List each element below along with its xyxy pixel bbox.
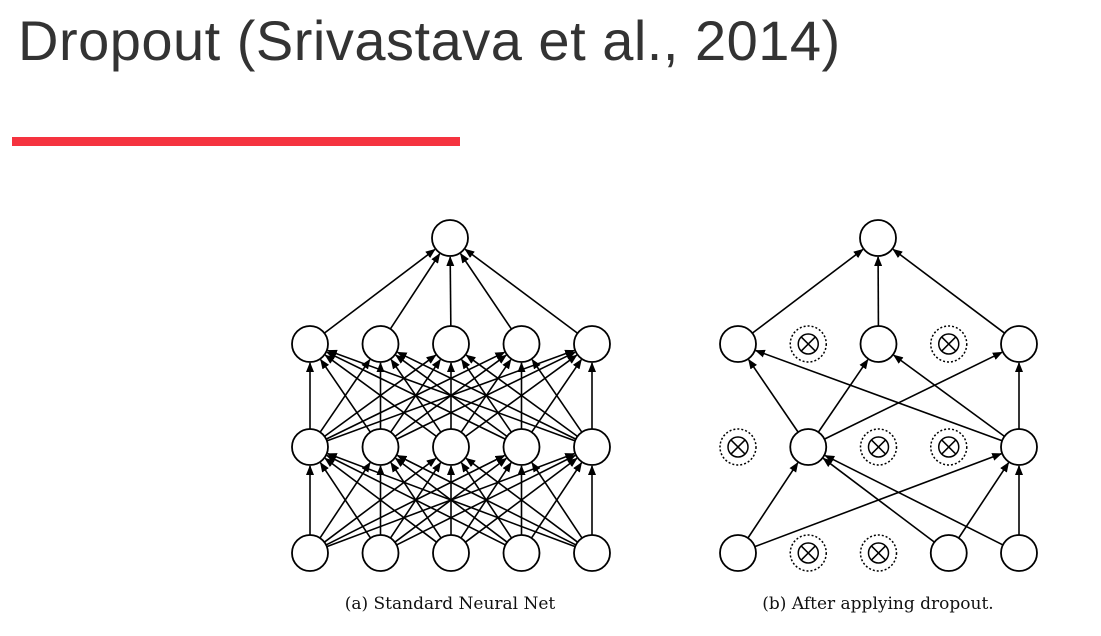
dropout-net-caption: (b) After applying dropout. [762, 594, 993, 614]
standard-edge [531, 358, 583, 433]
dropout-neuron [859, 219, 897, 257]
standard-edge [326, 452, 576, 548]
dropout-neuron [1000, 428, 1038, 466]
standard-neuron [361, 325, 400, 363]
standard-edge [465, 354, 578, 438]
standard-edge [324, 457, 438, 543]
standard-edge [326, 454, 506, 546]
cross-stroke [941, 439, 957, 455]
standard-edge [446, 255, 455, 327]
standard-neuron [573, 534, 611, 572]
standard-neuron [502, 325, 541, 363]
dropout-edge [893, 354, 1005, 438]
dropout-neuron [1000, 534, 1038, 572]
title-accent-bar [12, 137, 460, 146]
dropped-cross-icon [938, 436, 960, 458]
standard-neuron [432, 428, 470, 466]
standard-edge [389, 253, 441, 330]
standard-neuron [361, 534, 400, 572]
standard-edge [396, 454, 577, 546]
standard-neuron [361, 428, 400, 466]
dropout-edge [822, 457, 935, 543]
standard-neuron [291, 428, 329, 466]
dropout-edge [751, 248, 864, 334]
dropout-edge [817, 358, 869, 433]
dropout-edge [892, 248, 1006, 334]
standard-neuron [502, 534, 541, 572]
dropout-neuron [859, 325, 898, 363]
standard-edge [320, 358, 371, 433]
standard-neuron [432, 534, 470, 572]
dropped-cross-icon [938, 333, 960, 355]
standard-neuron [431, 219, 469, 257]
dropout-edge [824, 454, 1004, 546]
standard-neuron [291, 325, 329, 363]
dropout-edge [748, 358, 799, 433]
standard-net-caption: (a) Standard Neural Net [345, 594, 556, 614]
standard-neuron [502, 428, 541, 466]
slide-title: Dropout (Srivastava et al., 2014) [18, 9, 841, 72]
standard-edge [464, 248, 579, 334]
cross-stroke [730, 439, 746, 455]
dropout-edge [824, 351, 1003, 440]
cross-stroke [870, 439, 887, 455]
standard-neuron [432, 325, 470, 363]
dropout-neuron [719, 534, 757, 572]
standard-edge [319, 461, 372, 539]
standard-edge [326, 349, 576, 442]
standard-edge [531, 461, 583, 539]
dropout-neuron [1000, 325, 1038, 363]
dropout-neuron [789, 428, 828, 466]
dropped-cross-icon [867, 542, 890, 564]
dropout-edge [747, 462, 799, 539]
dropout-net-diagram [719, 219, 1038, 572]
dropped-cross-icon [727, 436, 749, 458]
cross-stroke [800, 545, 816, 561]
standard-edge [323, 248, 436, 334]
standard-edge [465, 457, 579, 543]
dropped-cross-icon [867, 436, 890, 458]
dropout-edge [958, 462, 1010, 539]
standard-net-diagram [291, 219, 611, 572]
cross-stroke [941, 336, 957, 352]
cross-stroke [870, 545, 887, 561]
dropout-neuron [719, 325, 757, 363]
standard-edge [459, 252, 513, 330]
dropped-cross-icon [797, 333, 819, 355]
standard-neuron [573, 325, 611, 363]
dropped-cross-icon [797, 542, 819, 564]
standard-edge [324, 354, 437, 438]
standard-neuron [573, 428, 611, 466]
dropout-edge [754, 349, 1003, 442]
dropout-neuron [929, 534, 968, 572]
standard-edge [396, 351, 577, 440]
standard-edge [326, 351, 506, 440]
standard-neuron [291, 534, 329, 572]
cross-stroke [800, 336, 816, 352]
